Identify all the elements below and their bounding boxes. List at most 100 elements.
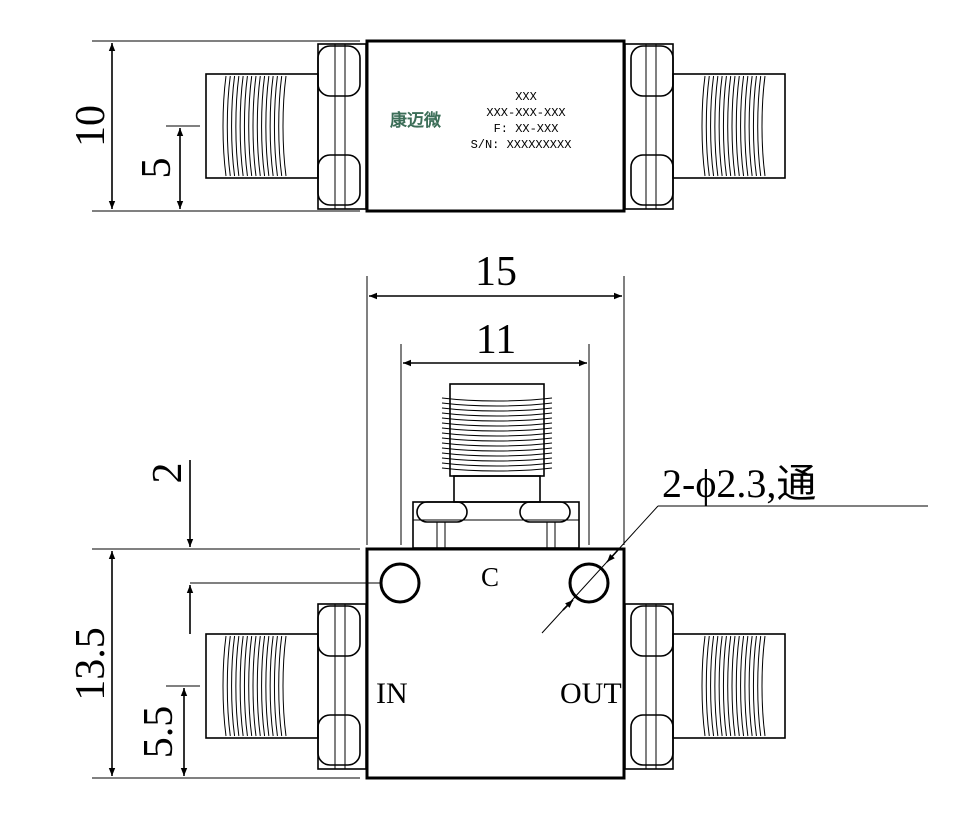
thread-ridge: [441, 412, 553, 417]
thread-ridge: [441, 452, 553, 457]
thread-ridge: [441, 457, 553, 462]
thread-ridge: [235, 75, 240, 177]
thread-ridge: [705, 75, 710, 177]
dim-5-5-label: 5.5: [136, 706, 182, 759]
port-coupled-label: C: [481, 562, 499, 592]
thread-ridge: [226, 635, 231, 737]
thread-ridge: [441, 437, 553, 442]
dim-5-label: 5: [134, 158, 180, 179]
thread-ridge: [252, 75, 257, 177]
label-line-3: F: XX-XXX: [494, 122, 559, 136]
thread-ridge: [252, 635, 257, 737]
thread-ridge: [757, 635, 762, 737]
top-right-connector: [624, 43, 786, 210]
thread-ridge: [239, 75, 244, 177]
thread-ridge: [727, 75, 732, 177]
dim-10-label: 10: [68, 105, 114, 147]
thread-ridge: [441, 467, 553, 472]
thread-ridge: [441, 402, 553, 407]
thread-ridge: [226, 75, 231, 177]
thread-ridge: [748, 635, 753, 737]
label-line-2: XXX-XXX-XXX: [486, 106, 565, 120]
port-in-label: IN: [376, 677, 408, 710]
thread-ridge: [235, 635, 240, 737]
hole-leader-arrow-2: [606, 549, 619, 563]
thread-ridge: [282, 75, 287, 177]
thread-ridge: [222, 75, 227, 177]
brand-logo: 康迈微: [390, 110, 442, 131]
front-top-connector: [412, 383, 580, 549]
dim-2-label: 2: [145, 463, 191, 484]
front-right-connector: [624, 603, 786, 770]
thread-ridge: [441, 442, 553, 447]
hole-leader-line: [541, 505, 659, 634]
thread-ridge: [731, 75, 736, 177]
thread-ridge: [761, 635, 766, 737]
thread-ridge: [243, 75, 248, 177]
top-view: 康迈微 XXX XXX-XXX-XXX F: XX-XXX S/N: XXXXX…: [68, 39, 786, 213]
thread-ridge: [222, 635, 227, 737]
thread-ridge: [441, 422, 553, 427]
thread-ridge: [710, 635, 715, 737]
thread-ridge: [722, 75, 727, 177]
dim-15-label: 15: [475, 249, 517, 295]
thread-ridge: [278, 635, 283, 737]
port-out-label: OUT: [560, 677, 622, 710]
thread-ridge: [273, 75, 278, 177]
thread-ridge: [265, 635, 270, 737]
thread-ridge: [752, 75, 757, 177]
thread-ridge: [761, 75, 766, 177]
thread-ridge: [701, 635, 706, 737]
mounting-hole-left: [379, 562, 421, 604]
label-line-1: XXX: [515, 90, 537, 104]
thread-ridge: [722, 635, 727, 737]
mounting-hole-right: [568, 562, 610, 604]
thread-ridge: [278, 75, 283, 177]
dim-13-5-label: 13.5: [68, 627, 114, 701]
front-view: C IN OUT 2-ϕ2.3,通 15 11 2 13.5 5.5: [68, 249, 928, 780]
thread-ridge: [231, 75, 236, 177]
thread-ridge: [256, 75, 261, 177]
thread-ridge: [748, 75, 753, 177]
thread-ridge: [714, 75, 719, 177]
thread-ridge: [752, 635, 757, 737]
thread-ridge: [269, 75, 274, 177]
thread-ridge: [231, 635, 236, 737]
thread-ridge: [441, 447, 553, 452]
top-left-connector: [205, 43, 367, 210]
thread-ridge: [701, 75, 706, 177]
thread-ridge: [744, 635, 749, 737]
thread-ridge: [265, 75, 270, 177]
thread-ridge: [269, 635, 274, 737]
thread-ridge: [248, 75, 253, 177]
thread-ridge: [757, 75, 762, 177]
thread-ridge: [727, 635, 732, 737]
thread-ridge: [243, 635, 248, 737]
dim-11-label: 11: [476, 317, 516, 363]
thread-ridge: [744, 75, 749, 177]
front-body: [365, 547, 626, 780]
thread-ridge: [282, 635, 287, 737]
thread-ridge: [261, 75, 266, 177]
front-left-connector: [205, 603, 367, 770]
thread-ridge: [239, 635, 244, 737]
thread-ridge: [718, 75, 723, 177]
thread-ridge: [441, 462, 553, 467]
label-line-4: S/N: XXXXXXXXX: [471, 138, 572, 152]
thread-ridge: [705, 635, 710, 737]
thread-ridge: [441, 417, 553, 422]
thread-ridge: [441, 432, 553, 437]
thread-ridge: [710, 75, 715, 177]
thread-ridge: [740, 635, 745, 737]
hole-callout-text: 2-ϕ2.3,通: [662, 461, 816, 506]
top-body: [365, 39, 626, 213]
thread-ridge: [735, 635, 740, 737]
thread-ridge: [740, 75, 745, 177]
thread-ridge: [731, 635, 736, 737]
thread-ridge: [718, 635, 723, 737]
thread-ridge: [261, 635, 266, 737]
thread-ridge: [256, 635, 261, 737]
thread-ridge: [714, 635, 719, 737]
thread-ridge: [441, 407, 553, 412]
